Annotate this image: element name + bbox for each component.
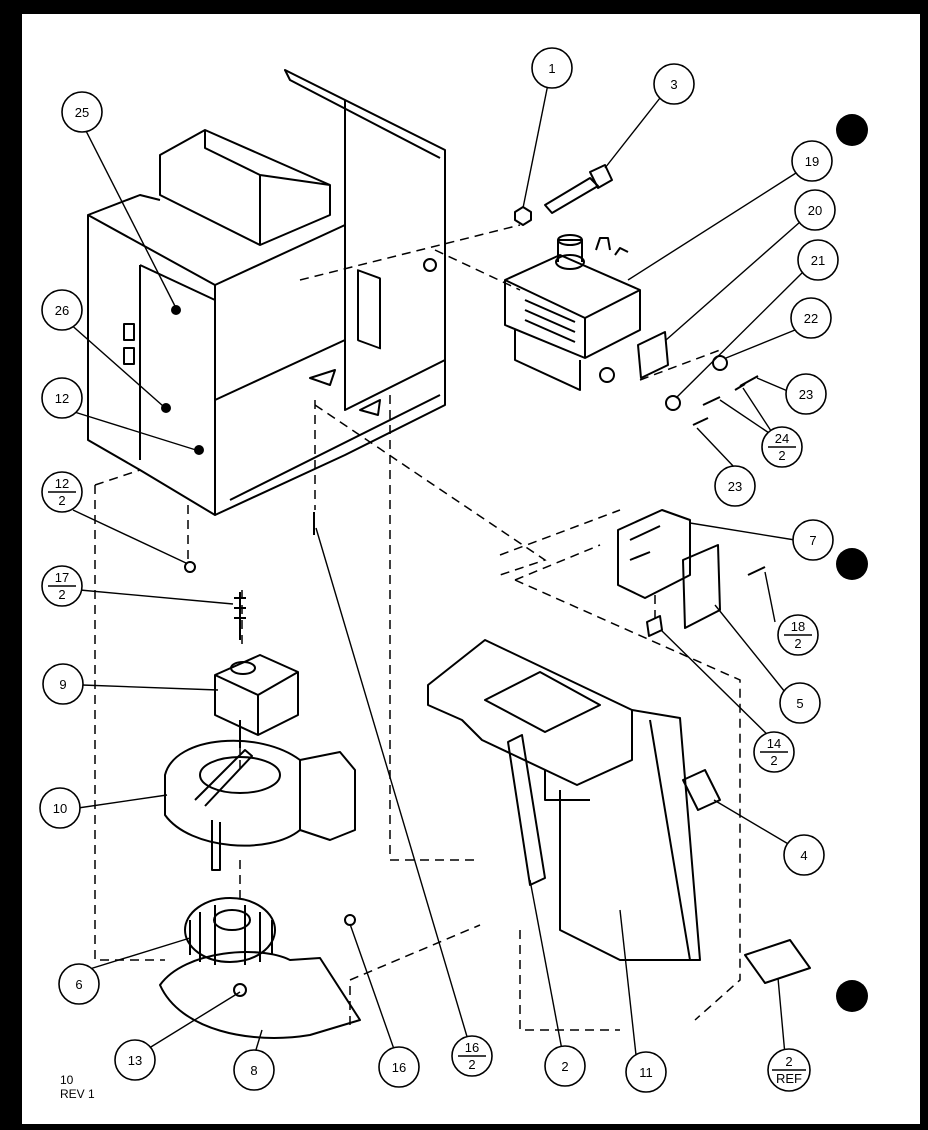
thermal-bracket	[637, 331, 669, 379]
screw-part	[734, 375, 759, 391]
svg-text:10: 10	[53, 801, 67, 816]
callout-bubble: 3	[653, 63, 695, 105]
callout-bubble: 10	[39, 787, 81, 829]
screw-part	[692, 417, 709, 426]
control-board	[617, 509, 766, 637]
screw-part	[184, 561, 196, 573]
callout-bubble: 19	[791, 140, 833, 182]
callout-bubble: 7	[792, 519, 834, 561]
svg-text:26: 26	[55, 303, 69, 318]
svg-text:23: 23	[728, 479, 742, 494]
svg-text:6: 6	[75, 977, 82, 992]
registration-dot	[836, 114, 868, 146]
svg-text:2: 2	[794, 636, 801, 651]
svg-text:2: 2	[770, 753, 777, 768]
callout-bubble: 20	[794, 189, 836, 231]
callout-bubble: 23	[785, 373, 827, 415]
svg-text:25: 25	[75, 105, 89, 120]
callout-bubble: 13	[114, 1039, 156, 1081]
callout-bubble: 1	[531, 47, 573, 89]
svg-text:19: 19	[805, 154, 819, 169]
svg-text:12: 12	[55, 476, 69, 491]
blower-housing	[164, 739, 356, 871]
registration-dot	[836, 980, 868, 1012]
callout-bubble: 12	[41, 377, 83, 419]
svg-text:13: 13	[128, 1053, 142, 1068]
clip-part	[665, 395, 681, 411]
callout-bubble: 4	[783, 834, 825, 876]
callout-bubble: 11	[625, 1051, 667, 1093]
svg-text:8: 8	[250, 1063, 257, 1078]
svg-text:12: 12	[55, 391, 69, 406]
svg-text:21: 21	[811, 253, 825, 268]
clip-part	[712, 355, 728, 371]
svg-text:17: 17	[55, 570, 69, 585]
nut-part	[233, 983, 247, 997]
svg-text:9: 9	[59, 677, 66, 692]
svg-text:1: 1	[548, 61, 555, 76]
svg-text:2: 2	[785, 1054, 792, 1069]
svg-text:24: 24	[775, 431, 789, 446]
leader-lines	[67, 83, 804, 1056]
callout-bubble: 6	[58, 963, 100, 1005]
svg-text:2: 2	[468, 1057, 475, 1072]
callout-bubble: 22	[790, 297, 832, 339]
callout-fraction: 162	[451, 1035, 493, 1077]
callout-fraction: 242	[761, 426, 803, 468]
paper-sheet	[22, 14, 920, 1124]
sheet-number: 10	[60, 1073, 74, 1087]
svg-text:2: 2	[561, 1059, 568, 1074]
callout-bubble: 21	[797, 239, 839, 281]
svg-text:2: 2	[58, 587, 65, 602]
svg-text:16: 16	[465, 1040, 479, 1055]
bracket-part	[507, 734, 546, 886]
svg-text:11: 11	[639, 1065, 653, 1080]
bracket-part	[744, 939, 811, 984]
svg-text:22: 22	[804, 311, 818, 326]
callout-bubble: 2	[544, 1045, 586, 1087]
callout-fraction: 182	[777, 614, 819, 656]
callout-fraction: 122	[41, 471, 83, 513]
registration-dot	[836, 548, 868, 580]
svg-text:18: 18	[791, 619, 805, 634]
blower-wheel	[184, 897, 276, 965]
callout-bubble: 26	[41, 289, 83, 331]
svg-text:4: 4	[800, 848, 807, 863]
fan-motor	[214, 654, 299, 748]
svg-text:REF: REF	[776, 1071, 802, 1086]
svg-text:7: 7	[809, 533, 816, 548]
svg-text:3: 3	[670, 77, 677, 92]
callout-fraction: 172	[41, 565, 83, 607]
svg-text:14: 14	[767, 736, 781, 751]
plug-connector	[544, 164, 613, 214]
svg-text:20: 20	[808, 203, 822, 218]
svg-text:16: 16	[392, 1060, 406, 1075]
callout-fraction: 142	[753, 731, 795, 773]
callout-bubble: 25	[61, 91, 103, 133]
svg-text:5: 5	[796, 696, 803, 711]
cabinet-chassis	[87, 69, 446, 516]
callout-bubble: 5	[779, 682, 821, 724]
magnetron	[504, 234, 641, 391]
svg-text:2: 2	[58, 493, 65, 508]
svg-text:23: 23	[799, 387, 813, 402]
callout-bubble: 8	[233, 1049, 275, 1091]
svg-text:2: 2	[778, 448, 785, 463]
screw-part	[234, 592, 246, 640]
air-duct	[427, 639, 701, 961]
callout-bubble: 9	[42, 663, 84, 705]
bracket-part	[682, 769, 721, 811]
callout-bubble: 23	[714, 465, 756, 507]
screw-part	[702, 396, 721, 406]
callouts: 25 26 12 122 172 9 10 6 13 8 16 162 2 11…	[39, 47, 839, 1093]
callout-bubble: 16	[378, 1046, 420, 1088]
assembly-lines	[94, 224, 741, 1031]
revision-label: REV 1	[60, 1087, 95, 1101]
